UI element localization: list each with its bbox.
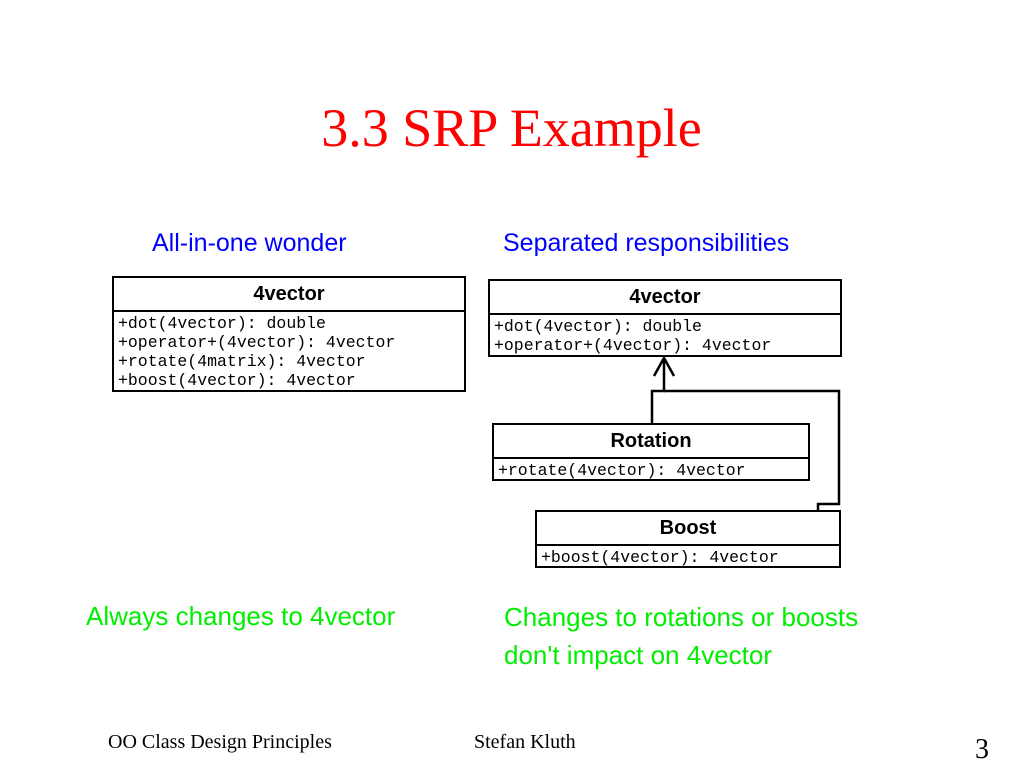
uml-class-name: Boost [537,512,839,546]
uml-operations: +dot(4vector): double +operator+(4vector… [490,315,840,357]
left-heading: All-in-one wonder [152,229,347,257]
uml-operation: +operator+(4vector): 4vector [118,333,396,352]
uml-operation: +dot(4vector): double [118,314,326,333]
uml-operation: +boost(4vector): 4vector [541,548,779,567]
footer-course-title: OO Class Design Principles [108,731,332,753]
page-number: 3 [975,734,989,765]
uml-operation: +operator+(4vector): 4vector [494,336,772,355]
uml-operations: +boost(4vector): 4vector [537,546,839,569]
uml-class-4vector-base: 4vector +dot(4vector): double +operator+… [488,279,842,357]
uml-class-name: 4vector [114,278,464,312]
right-note: Changes to rotations or boosts don't imp… [504,598,858,674]
uml-class-name: Rotation [494,425,808,459]
uml-class-rotation: Rotation +rotate(4vector): 4vector [492,423,810,481]
uml-class-4vector-all-in-one: 4vector +dot(4vector): double +operator+… [112,276,466,392]
boost-inheritance-line [664,389,841,511]
uml-operation: +boost(4vector): 4vector [118,371,356,390]
uml-operation: +rotate(4matrix): 4vector [118,352,366,371]
uml-operation: +rotate(4vector): 4vector [498,461,746,480]
right-note-line: don't impact on 4vector [504,640,772,670]
uml-operations: +rotate(4vector): 4vector [494,459,808,482]
uml-operation: +dot(4vector): double [494,317,702,336]
footer-author: Stefan Kluth [474,731,576,753]
right-note-line: Changes to rotations or boosts [504,602,859,632]
inheritance-arrowhead [652,355,676,377]
right-heading: Separated responsibilities [503,229,790,257]
left-note: Always changes to 4vector [86,601,396,631]
uml-class-boost: Boost +boost(4vector): 4vector [535,510,841,568]
uml-operations: +dot(4vector): double +operator+(4vector… [114,312,464,392]
slide-title: 3.3 SRP Example [321,98,702,158]
uml-class-name: 4vector [490,281,840,315]
rotation-inheritance-line [650,360,666,423]
